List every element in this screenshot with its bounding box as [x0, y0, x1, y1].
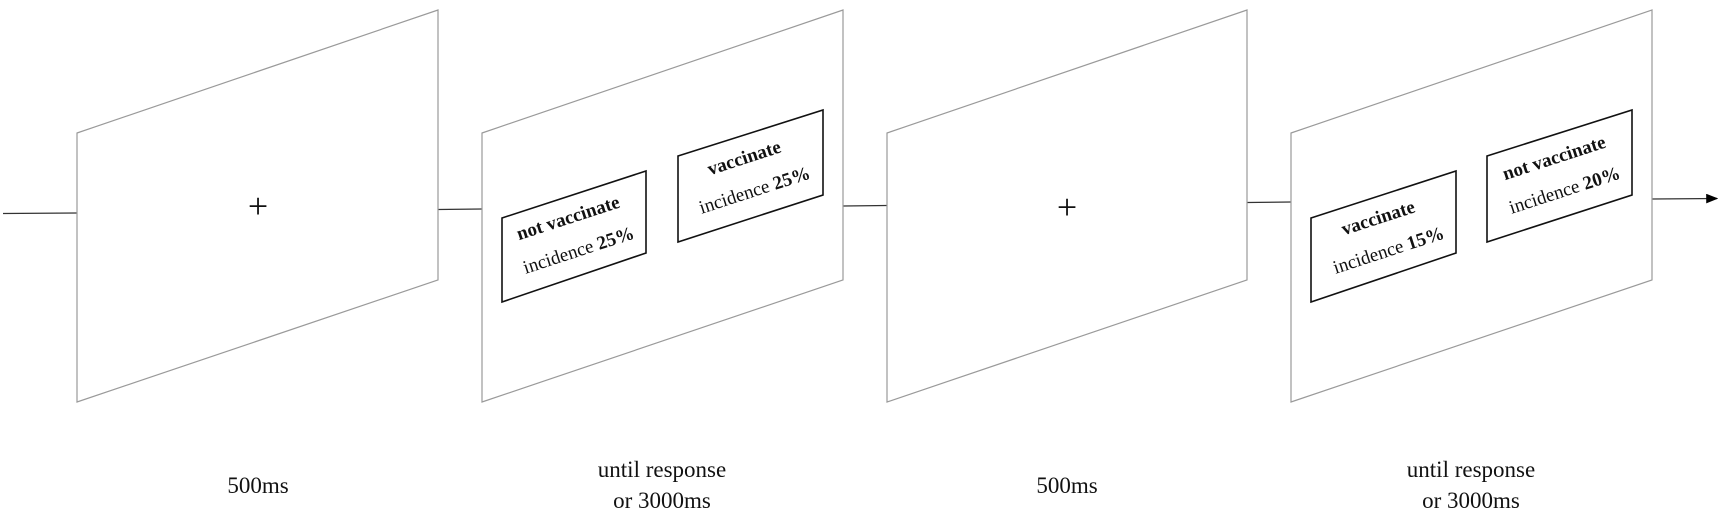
- duration-text-line1: until response: [597, 457, 727, 482]
- option-box-left: not vaccinate incidence 25%: [501, 169, 647, 304]
- duration-label-choice-1: until response or 3000ms: [532, 454, 792, 516]
- duration-text: 500ms: [1036, 473, 1098, 498]
- duration-text: 500ms: [227, 473, 289, 498]
- duration-label-fixation-1: 500ms: [128, 470, 388, 501]
- timeline-segment: [2, 212, 78, 215]
- option-box-right: vaccinate incidence 25%: [677, 108, 824, 244]
- duration-text-line2: or 3000ms: [613, 488, 711, 513]
- screen-fixation-2: +: [886, 9, 1248, 403]
- duration-text-line1: until response: [1406, 457, 1536, 482]
- screen-choice-1: not vaccinate incidence 25% vaccinate in…: [481, 9, 844, 403]
- screen-choice-2: vaccinate incidence 15% not vaccinate in…: [1290, 9, 1653, 403]
- duration-text-line2: or 3000ms: [1422, 488, 1520, 513]
- timeline-segment: [842, 204, 888, 207]
- option-box-left: vaccinate incidence 15%: [1310, 169, 1457, 304]
- timeline-arrow: [1651, 193, 1719, 204]
- screen-fixation-1: +: [76, 9, 439, 403]
- timeline-segment: [437, 208, 483, 211]
- fixation-cross: +: [248, 186, 268, 226]
- duration-label-choice-2: until response or 3000ms: [1341, 454, 1601, 516]
- timeline-segment: [1246, 201, 1292, 204]
- fixation-cross: +: [1057, 187, 1077, 227]
- duration-label-fixation-2: 500ms: [937, 470, 1197, 501]
